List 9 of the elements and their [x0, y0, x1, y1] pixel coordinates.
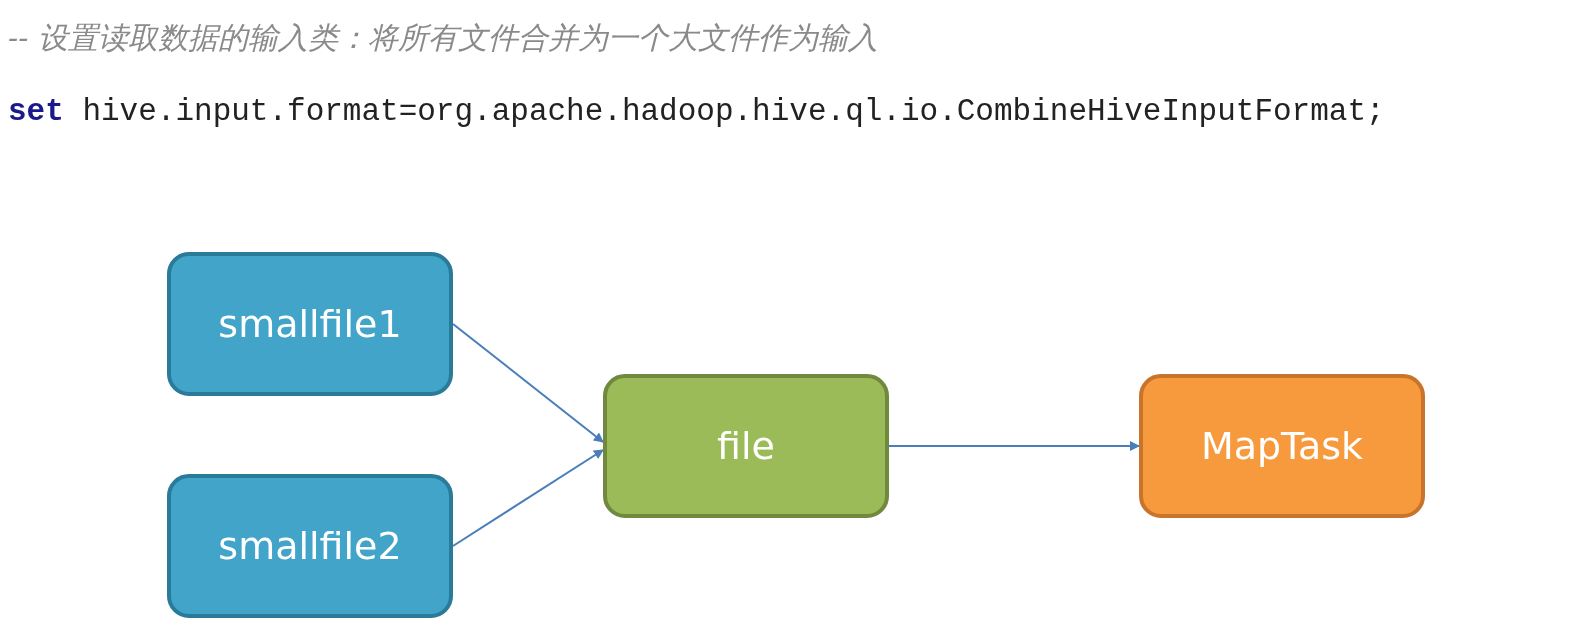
arrow	[888, 441, 1140, 451]
code-comment: -- 设置读取数据的输入类：将所有文件合并为一个大文件作为输入	[8, 19, 878, 57]
process-box: file	[603, 374, 889, 518]
code-line: set hive.input.format=org.apache.hadoop.hive.ql.io.CombineHiveInputFormat;	[8, 94, 1385, 129]
process-box: MapTask	[1139, 374, 1425, 518]
process-box: smallfile1	[167, 252, 453, 396]
process-box: smallfile2	[167, 474, 453, 618]
arrow	[452, 323, 604, 443]
arrow	[452, 449, 604, 547]
